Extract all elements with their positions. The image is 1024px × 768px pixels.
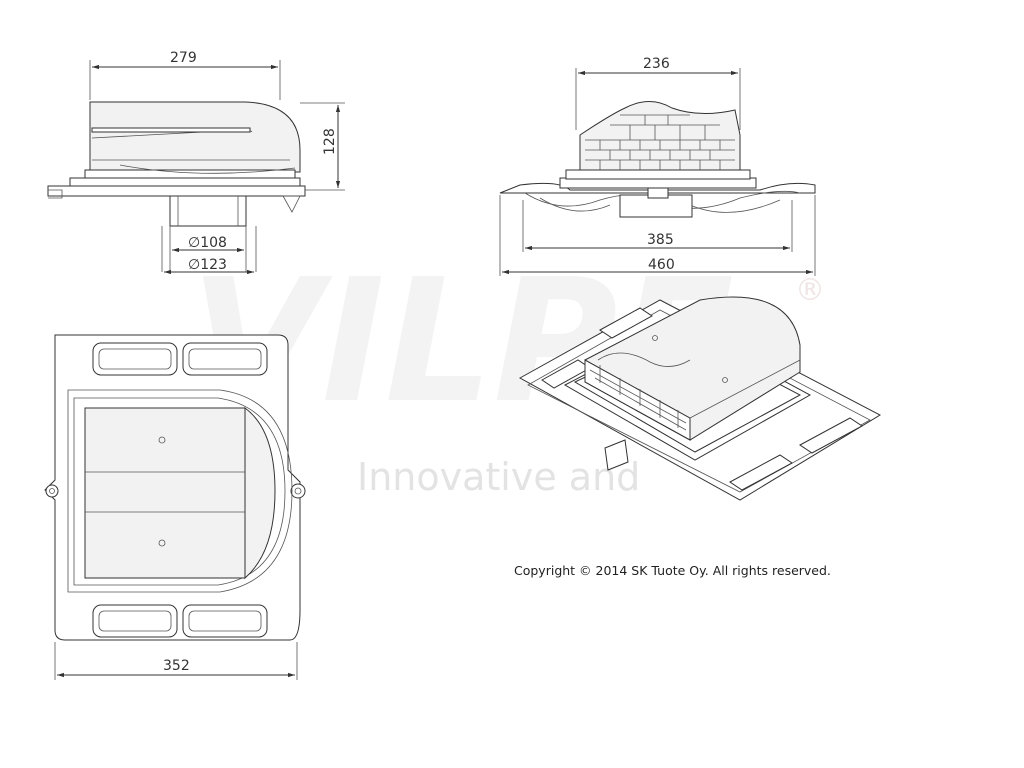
dim-plan-width: 352	[163, 658, 190, 674]
copyright-notice: Copyright © 2014 SK Tuote Oy. All rights…	[514, 563, 831, 578]
side-view: 279 128 ∅108 ∅123	[47, 50, 345, 275]
dim-side-width: 279	[170, 50, 197, 66]
isometric-view	[518, 296, 882, 501]
plan-view: 352	[44, 334, 306, 680]
dim-pipe-inner: ∅108	[188, 235, 227, 251]
dim-front-bottom: 460	[648, 257, 675, 273]
dim-pipe-outer: ∅123	[188, 257, 227, 273]
watermark-tagline: Innovative and	[357, 455, 640, 499]
front-view: 236 385 460	[499, 56, 816, 276]
dim-side-height: 128	[322, 128, 338, 155]
dim-front-top: 236	[643, 56, 670, 72]
dim-front-mid: 385	[647, 232, 674, 248]
watermark-registered-mark: ®	[795, 273, 825, 308]
